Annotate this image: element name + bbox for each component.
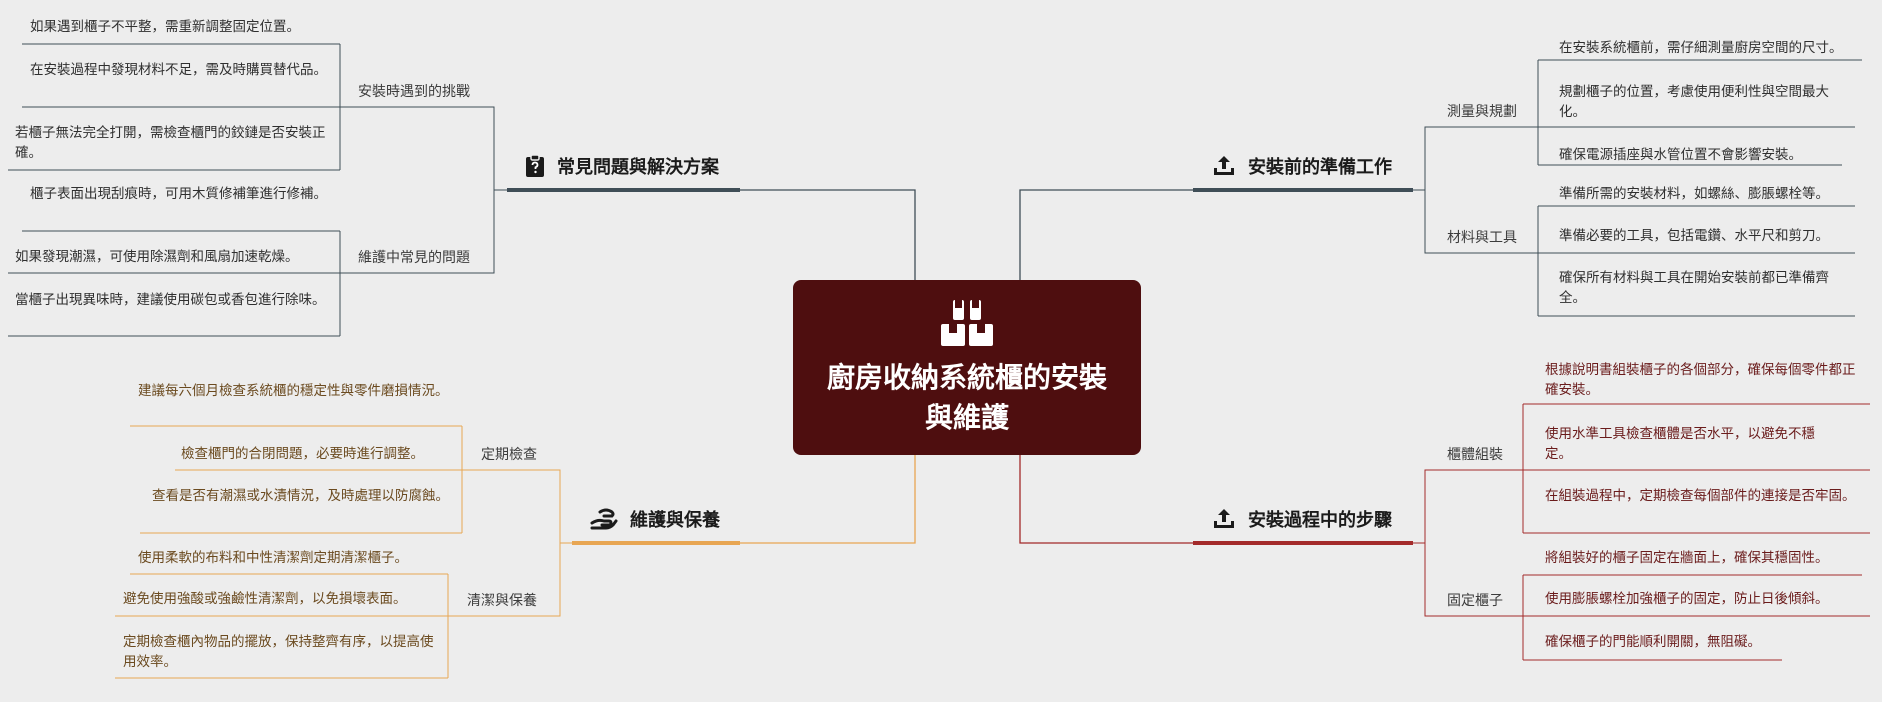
branch-faq[interactable]: 常見問題與解決方案 — [525, 153, 719, 179]
leaf-item[interactable]: 規劃櫃子的位置，考慮使用便利性與空間最大化。 — [1559, 84, 1829, 120]
leaf-item[interactable]: 在組裝過程中，定期檢查每個部件的連接是否牢固。 — [1545, 488, 1856, 504]
leaf-item[interactable]: 檢查櫃門的合閉問題，必要時進行調整。 — [181, 446, 424, 462]
sub-mounting[interactable]: 固定櫃子 — [1447, 593, 1503, 609]
leaf-item[interactable]: 查看是否有潮濕或水漬情況，及時處理以防腐蝕。 — [152, 488, 449, 504]
sub-materials[interactable]: 材料與工具 — [1447, 230, 1517, 246]
leaf-item[interactable]: 當櫃子出現異味時，建議使用碳包或香包進行除味。 — [15, 292, 326, 308]
branch-steps-title: 安裝過程中的步驟 — [1248, 510, 1392, 531]
sub-measure[interactable]: 測量與規劃 — [1447, 104, 1517, 120]
leaf-item[interactable]: 建議每六個月檢查系統櫃的穩定性與零件磨損情況。 — [138, 383, 449, 399]
branch-maint-title: 維護與保養 — [630, 510, 720, 531]
leaf-item[interactable]: 準備所需的安裝材料，如螺絲、膨脹螺栓等。 — [1559, 186, 1829, 202]
hand-care-icon — [590, 508, 618, 530]
branch-prep-title: 安裝前的準備工作 — [1248, 157, 1392, 178]
sub-maintenance-issues[interactable]: 維護中常見的問題 — [358, 250, 470, 266]
clipboard-question-icon — [526, 154, 544, 177]
branch-maint[interactable]: 維護與保養 — [590, 506, 720, 532]
branch-steps[interactable]: 安裝過程中的步驟 — [1212, 506, 1392, 532]
leaf-item[interactable]: 準備必要的工具，包括電鑽、水平尺和剪刀。 — [1559, 228, 1829, 244]
leaf-item[interactable]: 若櫃子無法完全打開，需檢查櫃門的鉸鏈是否安裝正確。 — [15, 125, 326, 161]
connector-center-steps — [1019, 455, 1193, 544]
leaf-item[interactable]: 使用膨脹螺栓加強櫃子的固定，防止日後傾斜。 — [1545, 591, 1829, 607]
leaf-item[interactable]: 使用柔軟的布料和中性清潔劑定期清潔櫃子。 — [138, 550, 408, 566]
leaf-item[interactable]: 櫃子表面出現刮痕時，可用木質修補筆進行修補。 — [30, 186, 327, 202]
upload-tray-icon — [1214, 156, 1234, 175]
leaf-item[interactable]: 確保所有材料與工具在開始安裝前都已準備齊全。 — [1559, 270, 1829, 306]
boxes-icon — [941, 299, 993, 346]
central-topic[interactable]: 廚房收納系統櫃的安裝與維護 — [793, 280, 1141, 455]
central-topic-title: 廚房收納系統櫃的安裝與維護 — [826, 360, 1107, 434]
branch-faq-title: 常見問題與解決方案 — [557, 157, 719, 178]
leaf-item[interactable]: 如果發現潮濕，可使用除濕劑和風扇加速乾燥。 — [15, 249, 299, 265]
sub-cleaning[interactable]: 清潔與保養 — [467, 593, 537, 609]
leaf-item[interactable]: 確保櫃子的門能順利開關，無阻礙。 — [1545, 634, 1761, 650]
leaf-item[interactable]: 定期檢查櫃內物品的擺放，保持整齊有序，以提高使用效率。 — [123, 634, 434, 670]
leaf-item[interactable]: 根據說明書組裝櫃子的各個部分，確保每個零件都正確安裝。 — [1545, 362, 1856, 398]
leaf-item[interactable]: 確保電源插座與水管位置不會影響安裝。 — [1559, 147, 1802, 163]
leaf-item[interactable]: 在安裝過程中發現材料不足，需及時購買替代品。 — [30, 62, 327, 78]
leaf-item[interactable]: 避免使用強酸或強鹼性清潔劑，以免損壞表面。 — [123, 591, 407, 607]
branch-prep[interactable]: 安裝前的準備工作 — [1212, 153, 1392, 179]
sub-install-challenges[interactable]: 安裝時遇到的挑戰 — [358, 84, 470, 100]
leaf-item[interactable]: 在安裝系統櫃前，需仔細測量廚房空間的尺寸。 — [1559, 40, 1843, 56]
leaf-item[interactable]: 如果遇到櫃子不平整，需重新調整固定位置。 — [30, 19, 300, 35]
connector-center-maint — [740, 455, 916, 544]
sub-assembly[interactable]: 櫃體組裝 — [1447, 447, 1503, 463]
connector-center-prep — [1019, 189, 1193, 280]
leaf-item[interactable]: 將組裝好的櫃子固定在牆面上，確保其穩固性。 — [1545, 550, 1829, 566]
sub-periodic-check[interactable]: 定期檢查 — [481, 447, 537, 463]
connector-center-faq — [740, 189, 916, 280]
upload-tray-icon — [1214, 509, 1234, 528]
leaf-item[interactable]: 使用水準工具檢查櫃體是否水平，以避免不穩定。 — [1545, 426, 1815, 462]
